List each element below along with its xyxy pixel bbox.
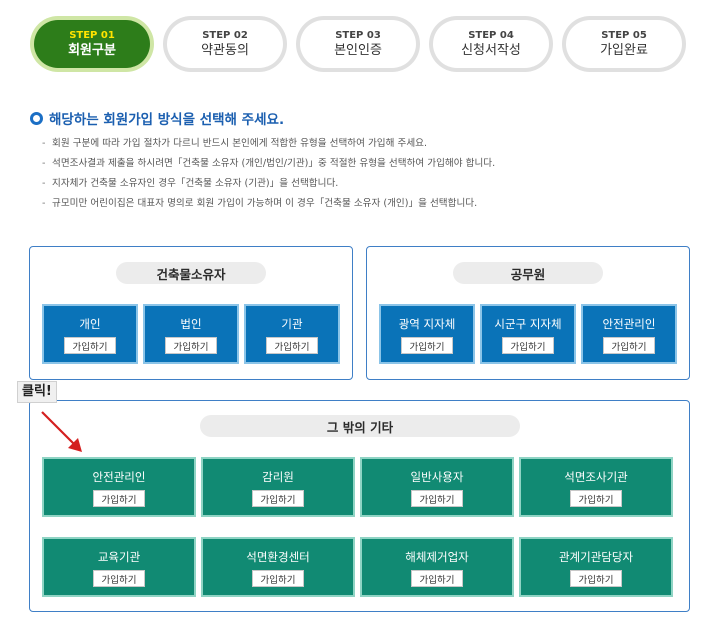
group-others: 그 밖의 기타 안전관리인 가입하기 감리원 가입하기 일반사용자 가입하기 석… [29,400,690,612]
card-removal-contractor: 해체제거업자 가입하기 [360,537,514,597]
join-button[interactable]: 가입하기 [64,337,116,354]
circle-bullet-icon [30,111,43,125]
card-title: 교육기관 [97,550,141,564]
group-title: 건축물소유자 [116,262,266,284]
step-5: STEP 05 가입완료 [562,16,686,72]
card-safety-manager: 안전관리인 가입하기 [581,304,677,364]
step-title: 약관동의 [201,43,249,58]
join-button[interactable]: 가입하기 [502,337,554,354]
card-title: 안전관리인 [92,470,146,484]
card-title: 관계기관담당자 [558,550,634,564]
step-title: 회원구분 [68,43,116,58]
step-title: 본인인증 [334,43,382,58]
card-safety-manager-other: 안전관리인 가입하기 [42,457,196,517]
card-title: 석면환경센터 [246,550,310,564]
join-button[interactable]: 가입하기 [266,337,318,354]
click-annotation: 클릭! [17,381,57,403]
card-title: 광역 지자체 [398,317,456,331]
join-button[interactable]: 가입하기 [570,570,622,587]
card-corporation: 법인 가입하기 [143,304,239,364]
join-button[interactable]: 가입하기 [401,337,453,354]
card-title: 안전관리인 [602,317,656,331]
join-button[interactable]: 가입하기 [570,490,622,507]
card-title: 석면조사기관 [564,470,628,484]
join-button[interactable]: 가입하기 [252,490,304,507]
card-title: 시군구 지자체 [494,317,562,331]
card-individual: 개인 가입하기 [42,304,138,364]
step-progress: STEP 01 회원구분 STEP 02 약관동의 STEP 03 본인인증 S… [30,16,690,74]
join-button[interactable]: 가입하기 [93,490,145,507]
notice-item: 지자체가 건축물 소유자인 경우「건축물 소유자 (기관)」을 선택합니다. [42,174,495,194]
notice-list: 회원 구분에 따라 가입 절차가 다르니 반드시 본인에게 적합한 유형을 선택… [42,134,495,214]
card-related-agency-officer: 관계기관담당자 가입하기 [519,537,673,597]
step-1: STEP 01 회원구분 [30,16,154,72]
card-title: 일반사용자 [410,470,464,484]
card-education-agency: 교육기관 가입하기 [42,537,196,597]
red-arrow-icon [41,411,82,452]
card-title: 기관 [281,317,303,331]
group-building-owner: 건축물소유자 개인 가입하기 법인 가입하기 기관 가입하기 [29,246,353,380]
step-3: STEP 03 본인인증 [296,16,420,72]
join-button[interactable]: 가입하기 [411,490,463,507]
step-number: STEP 01 [69,30,115,41]
card-local-government: 시군구 지자체 가입하기 [480,304,576,364]
card-title: 개인 [79,317,101,331]
card-asbestos-env-center: 석면환경센터 가입하기 [201,537,355,597]
heading-text: 해당하는 회원가입 방식을 선택해 주세요. [49,112,285,128]
step-number: STEP 04 [468,30,514,41]
step-number: STEP 05 [601,30,647,41]
join-button[interactable]: 가입하기 [165,337,217,354]
notice-item: 규모미만 어린이집은 대표자 명의로 회원 가입이 가능하며 이 경우「건축물 … [42,194,495,214]
card-title: 감리원 [262,470,294,484]
step-number: STEP 03 [335,30,381,41]
notice-item: 석면조사결과 제출을 하시려면「건축물 소유자 (개인/법인/기관)」중 적절한… [42,154,495,174]
group-public-official: 공무원 광역 지자체 가입하기 시군구 지자체 가입하기 안전관리인 가입하기 [366,246,690,380]
step-2: STEP 02 약관동의 [163,16,287,72]
step-4: STEP 04 신청서작성 [429,16,553,72]
step-title: 신청서작성 [461,43,521,58]
join-button[interactable]: 가입하기 [252,570,304,587]
notice-item: 회원 구분에 따라 가입 절차가 다르니 반드시 본인에게 적합한 유형을 선택… [42,134,495,154]
section-heading: 해당하는 회원가입 방식을 선택해 주세요. [30,108,284,128]
step-title: 가입완료 [600,43,648,58]
step-number: STEP 02 [202,30,248,41]
card-title: 해체제거업자 [405,550,469,564]
join-button[interactable]: 가입하기 [411,570,463,587]
group-title: 공무원 [453,262,603,284]
group-title: 그 밖의 기타 [200,415,520,437]
card-metro-government: 광역 지자체 가입하기 [379,304,475,364]
card-supervisor: 감리원 가입하기 [201,457,355,517]
card-asbestos-survey-agency: 석면조사기관 가입하기 [519,457,673,517]
join-button[interactable]: 가입하기 [93,570,145,587]
join-button[interactable]: 가입하기 [603,337,655,354]
card-title: 법인 [180,317,202,331]
card-general-user: 일반사용자 가입하기 [360,457,514,517]
card-institution: 기관 가입하기 [244,304,340,364]
